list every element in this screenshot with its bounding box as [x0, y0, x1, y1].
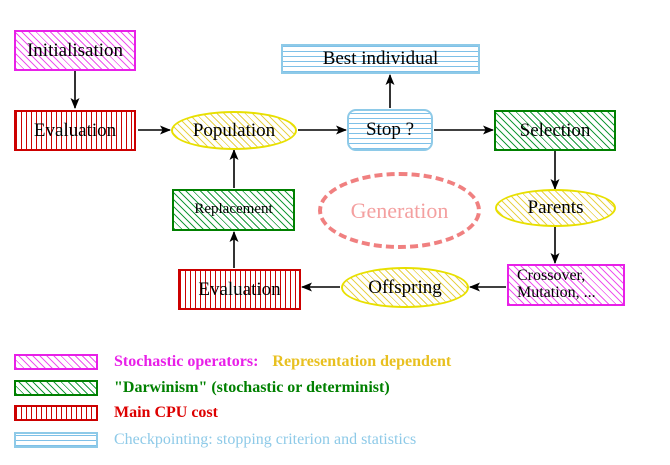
legend-row-checkpoint: Checkpointing: stopping criterion and st…	[14, 428, 416, 452]
legend-swatch-cpu	[14, 405, 98, 421]
node-evaluation-bottom[interactable]: Evaluation	[178, 269, 301, 310]
node-variation-label-line1: Crossover,	[517, 267, 586, 285]
legend-swatch-checkpoint	[14, 432, 98, 448]
node-evaluation-top-label: Evaluation	[33, 119, 117, 141]
legend-row-darwinism: "Darwinism" (stochastic or determinist)	[14, 376, 390, 400]
node-replacement-label: Replacement	[194, 201, 273, 218]
legend-swatch-darwinism	[14, 380, 98, 396]
node-best-individual-label: Best individual	[322, 48, 439, 70]
node-initialisation[interactable]: Initialisation	[14, 30, 136, 71]
legend-label-checkpoint: Checkpointing: stopping criterion and st…	[114, 431, 417, 448]
node-population[interactable]: Population	[171, 111, 297, 150]
node-selection[interactable]: Selection	[494, 110, 616, 151]
node-variation-label-line2: Mutation, ...	[517, 284, 596, 301]
node-population-label: Population	[192, 119, 276, 141]
legend-label-cpu: Main CPU cost	[114, 404, 218, 421]
node-variation[interactable]: Crossover, Mutation, ...	[507, 264, 625, 306]
legend-label-stochastic-secondary: Representation dependent	[272, 353, 452, 370]
node-parents[interactable]: Parents	[495, 189, 616, 227]
node-replacement[interactable]: Replacement	[172, 189, 295, 231]
node-generation-label: Generation	[350, 197, 449, 223]
node-generation: Generation	[318, 172, 481, 249]
legend-text-stochastic: Stochastic operators: Representation dep…	[114, 353, 451, 371]
legend-label-stochastic-primary: Stochastic operators:	[114, 353, 259, 370]
node-selection-label: Selection	[519, 119, 591, 141]
node-parents-label: Parents	[527, 197, 584, 219]
node-offspring-label: Offspring	[368, 276, 442, 298]
legend-row-cpu: Main CPU cost	[14, 401, 218, 425]
node-stop[interactable]: Stop ?	[347, 109, 433, 151]
legend-row-stochastic: Stochastic operators: Representation dep…	[14, 350, 451, 374]
node-evaluation-bottom-label: Evaluation	[198, 278, 281, 300]
node-initialisation-label: Initialisation	[26, 39, 124, 61]
node-offspring[interactable]: Offspring	[341, 267, 469, 308]
node-evaluation-top[interactable]: Evaluation	[14, 110, 136, 151]
legend-swatch-stochastic	[14, 354, 98, 370]
node-stop-label: Stop ?	[365, 119, 415, 141]
legend-label-darwinism: "Darwinism" (stochastic or determinist)	[114, 379, 390, 396]
node-best-individual[interactable]: Best individual	[281, 44, 480, 74]
legend: Stochastic operators: Representation dep…	[0, 344, 670, 465]
